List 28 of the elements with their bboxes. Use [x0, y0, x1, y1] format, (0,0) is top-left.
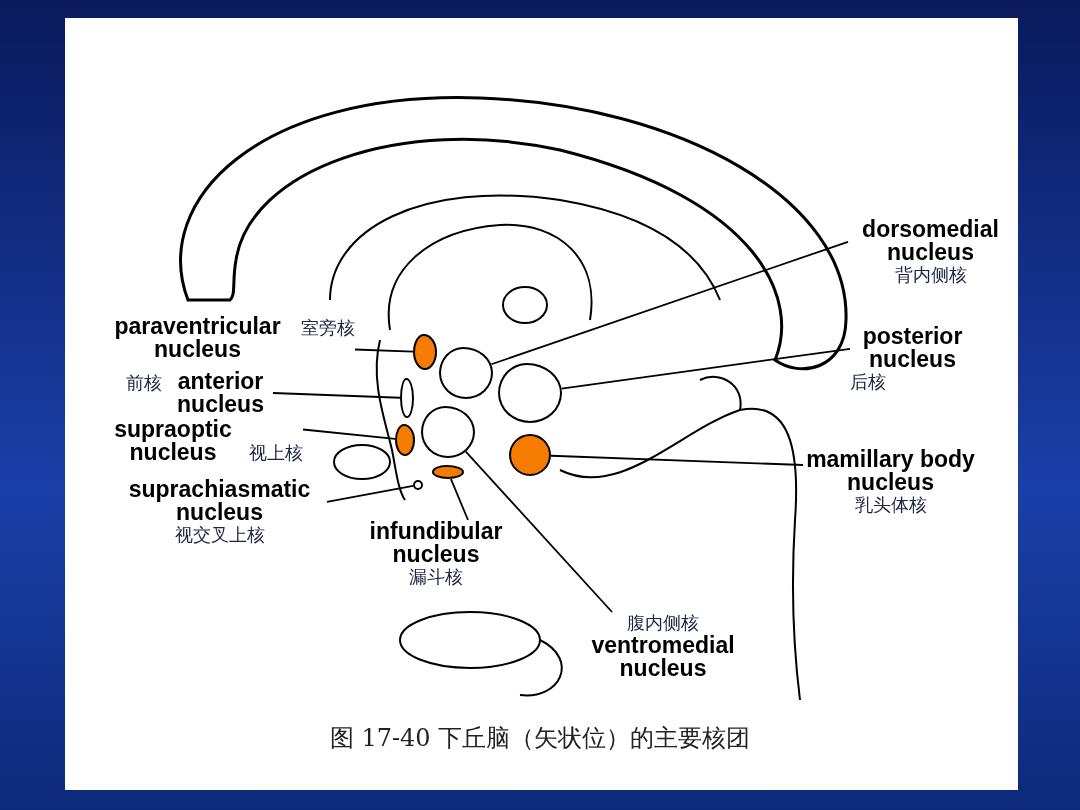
chinese-name-label: 乳头体核	[854, 494, 927, 516]
nucleus-name-label: infundibular nucleus	[368, 520, 504, 566]
nucleus-name-label: ventromedial nucleus	[590, 634, 736, 680]
chinese-name-label: 室旁核	[301, 317, 355, 339]
nucleus-name-label: dorsomedial nucleus	[861, 218, 1000, 264]
leader-line	[326, 485, 414, 503]
nucleus-name-label: mamillary body nucleus	[805, 448, 976, 494]
nucleus-region	[413, 480, 423, 490]
leader-line	[550, 454, 804, 466]
nucleus-name-label: anterior nucleus	[176, 370, 265, 416]
nucleus-name-label: posterior nucleus	[861, 325, 964, 371]
chinese-name-label: 漏斗核	[409, 566, 463, 588]
nucleus-name-label: paraventricular nucleus	[113, 315, 282, 361]
leader-line	[560, 347, 851, 390]
chinese-name-label: 后核	[850, 371, 886, 393]
nucleus-name-label: supraoptic nucleus	[113, 418, 233, 464]
leader-line	[449, 478, 469, 521]
leader-line	[354, 348, 414, 353]
chinese-name-label: 视上核	[249, 442, 303, 464]
nucleus-name-label: suprachiasmatic nucleus	[127, 478, 312, 524]
chinese-name-label: 视交叉上核	[174, 524, 265, 546]
leader-line	[272, 392, 401, 399]
chinese-name-label: 背内侧核	[894, 264, 967, 286]
figure-caption: 图 17-40 下丘脑（矢状位）的主要核团	[329, 724, 751, 752]
leader-line	[464, 450, 613, 613]
leader-line	[302, 428, 396, 440]
chinese-name-label: 腹内侧核	[627, 612, 699, 634]
chinese-name-label: 前核	[126, 372, 162, 394]
